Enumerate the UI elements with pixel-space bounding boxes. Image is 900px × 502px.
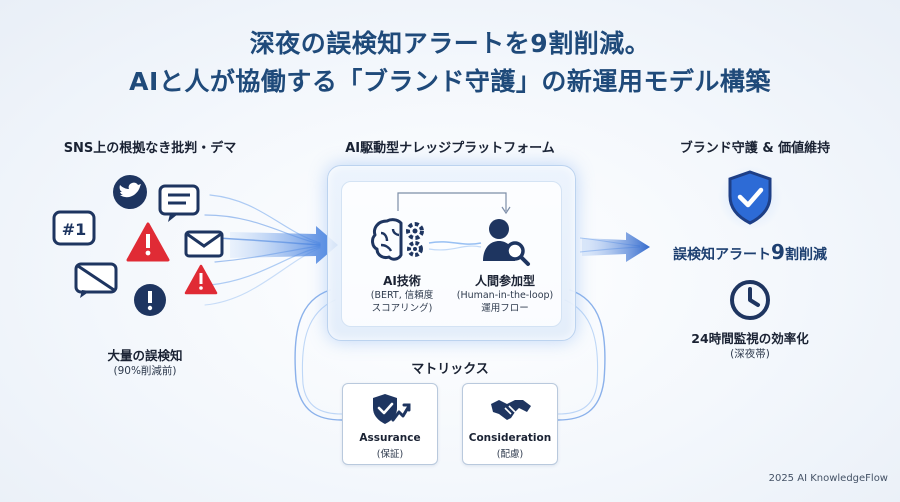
alert-icon <box>134 284 166 316</box>
left-icon-cluster: #1 <box>52 175 224 316</box>
center-heading: AI駆動型ナレッジプラットフォーム <box>345 141 555 156</box>
svg-text:#1: #1 <box>62 220 87 239</box>
handshake-icon <box>491 400 531 420</box>
hashtag-icon: #1 <box>52 210 96 246</box>
shield-check-growth-icon <box>373 394 411 424</box>
footer-credit: 2025 AI KnowledgeFlow <box>768 473 888 484</box>
bird-icon <box>113 175 147 209</box>
consideration-sub: (配慮) <box>496 449 524 460</box>
right-main-suffix: 割削減 <box>784 247 827 263</box>
consideration-card: Consideration (配慮) <box>462 383 558 465</box>
right-sub: (深夜帯) <box>730 348 770 360</box>
clock-icon <box>730 280 770 320</box>
human-node-sub-1: (Human-in-the-loop) <box>456 290 554 301</box>
assurance-sub: (保証) <box>376 449 404 460</box>
right-heading: ブランド守護 & 価値維持 <box>679 141 831 156</box>
title-line-1: 深夜の誤検知アラートを9割削減。 <box>249 29 651 58</box>
assurance-label: Assurance <box>359 432 421 444</box>
assurance-card: Assurance (保証) <box>342 383 438 465</box>
muted-chat-icon <box>74 262 118 298</box>
feedback-loop <box>294 289 606 421</box>
right-main-number: 9 <box>771 240 785 264</box>
outgoing-arrow <box>582 232 650 262</box>
matrix-heading: マトリックス <box>411 362 489 377</box>
title-line-2: AIと人が協働する「ブランド守護」の新運用モデル構築 <box>129 67 771 96</box>
brain-gear-icon <box>371 218 424 261</box>
warning-icon <box>184 264 218 295</box>
left-sub: (90%削減前) <box>113 365 177 377</box>
ai-node-sub-2: スコアリング) <box>371 303 433 314</box>
mail-icon <box>184 230 224 258</box>
right-label: 24時間監視の効率化 <box>691 331 809 346</box>
right-main-result: 誤検知アラート9割削減 <box>650 240 850 264</box>
human-node-sub-2: 運用フロー <box>481 303 529 314</box>
shield-check-icon <box>718 166 782 230</box>
incoming-arrow <box>230 226 338 264</box>
left-heading: SNS上の根拠なき批判・デマ <box>63 141 237 156</box>
human-node-label: 人間参加型 <box>474 274 535 288</box>
right-main-prefix: 誤検知アラート <box>673 247 772 263</box>
left-label: 大量の誤検知 <box>107 348 183 363</box>
warning-icon <box>126 222 170 262</box>
person-search-icon <box>483 219 530 266</box>
ai-node-sub-1: (BERT, 信頼度 <box>370 290 434 301</box>
ai-node-label: AI技術 <box>383 274 421 288</box>
platform-graphics <box>371 192 530 266</box>
chat-bubble-icon <box>158 184 200 222</box>
consideration-label: Consideration <box>468 432 552 444</box>
